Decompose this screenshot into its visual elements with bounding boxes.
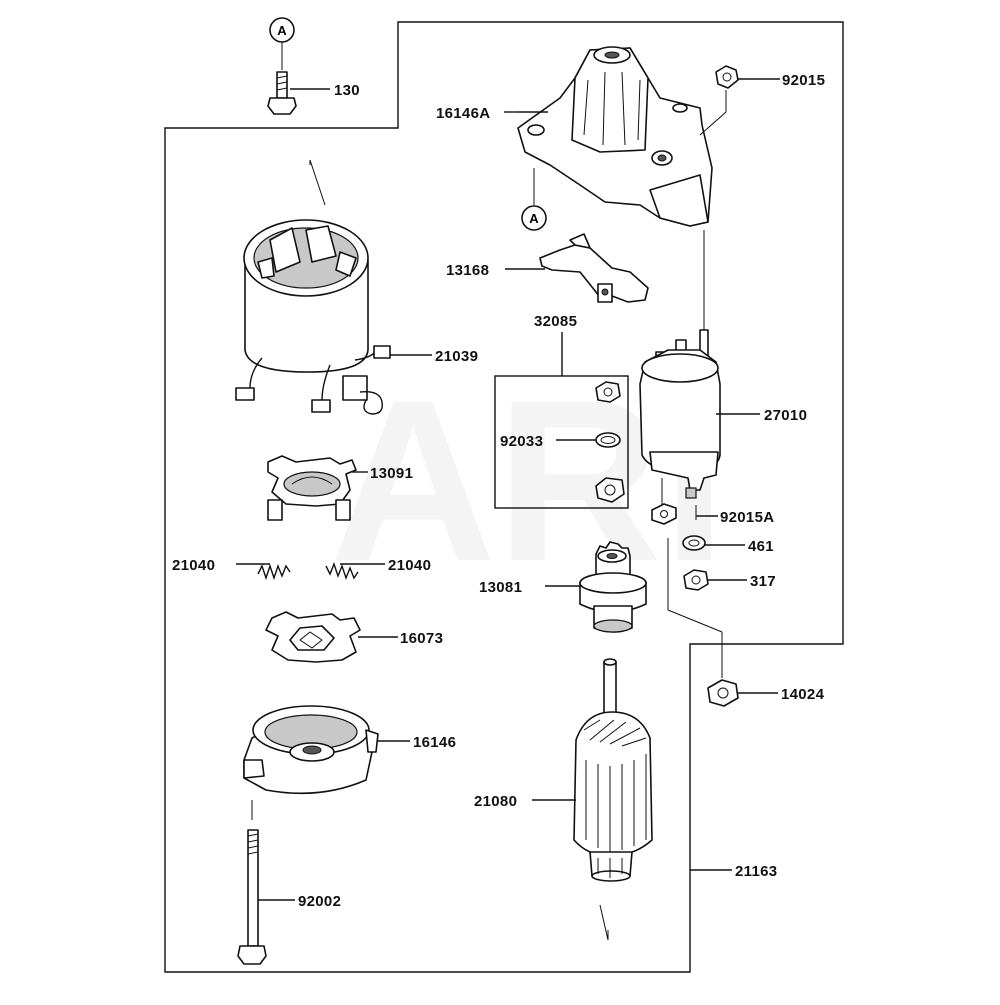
callout-92033: 92033 [500,433,543,450]
callout-13091: 13091 [370,465,413,482]
kit-box-32085 [494,332,629,509]
callout-13168: 13168 [446,262,489,279]
callout-92015a: 92015A [720,509,774,526]
spring-21040-left [236,563,291,581]
callout-32085: 32085 [534,313,577,330]
svg-text:A: A [529,211,539,226]
callout-130: 130 [334,82,360,99]
nut-14024 [667,538,778,707]
nut-92015a [651,478,718,525]
pinion-13081 [545,541,647,633]
rear-cover-16146 [243,705,410,795]
callout-21040-right: 21040 [388,557,431,574]
callout-317: 317 [750,573,776,590]
assembly-frame [164,21,844,973]
bolt-130 [267,71,330,115]
ref-marker-a-housing: A [521,168,547,231]
callout-16146: 16146 [413,734,456,751]
lever-13168 [505,233,649,303]
callout-16146a: 16146A [436,105,490,122]
callout-92015: 92015 [782,72,825,89]
callout-461: 461 [748,538,774,555]
callout-16073: 16073 [400,630,443,647]
washer-461 [682,535,745,551]
brush-holder-13091 [267,455,368,521]
plate-16073 [265,611,398,663]
spring-21040-right [325,561,385,581]
nut-317 [683,569,747,591]
solenoid-27010 [639,230,760,499]
yoke-21039 [235,159,432,415]
callout-13081: 13081 [479,579,522,596]
callout-21040-left: 21040 [172,557,215,574]
through-bolt-92002 [237,800,295,965]
svg-text:A: A [277,23,287,38]
callout-21039: 21039 [435,348,478,365]
ref-marker-a-top: A [269,17,295,70]
callout-92002: 92002 [298,893,341,910]
armature-21080 [532,658,653,941]
callout-21163: 21163 [735,863,777,880]
callout-27010: 27010 [764,407,807,424]
callout-21080: 21080 [474,793,517,810]
nut-92015 [699,65,780,136]
front-housing-16146a [517,46,713,227]
callout-14024: 14024 [781,686,825,703]
